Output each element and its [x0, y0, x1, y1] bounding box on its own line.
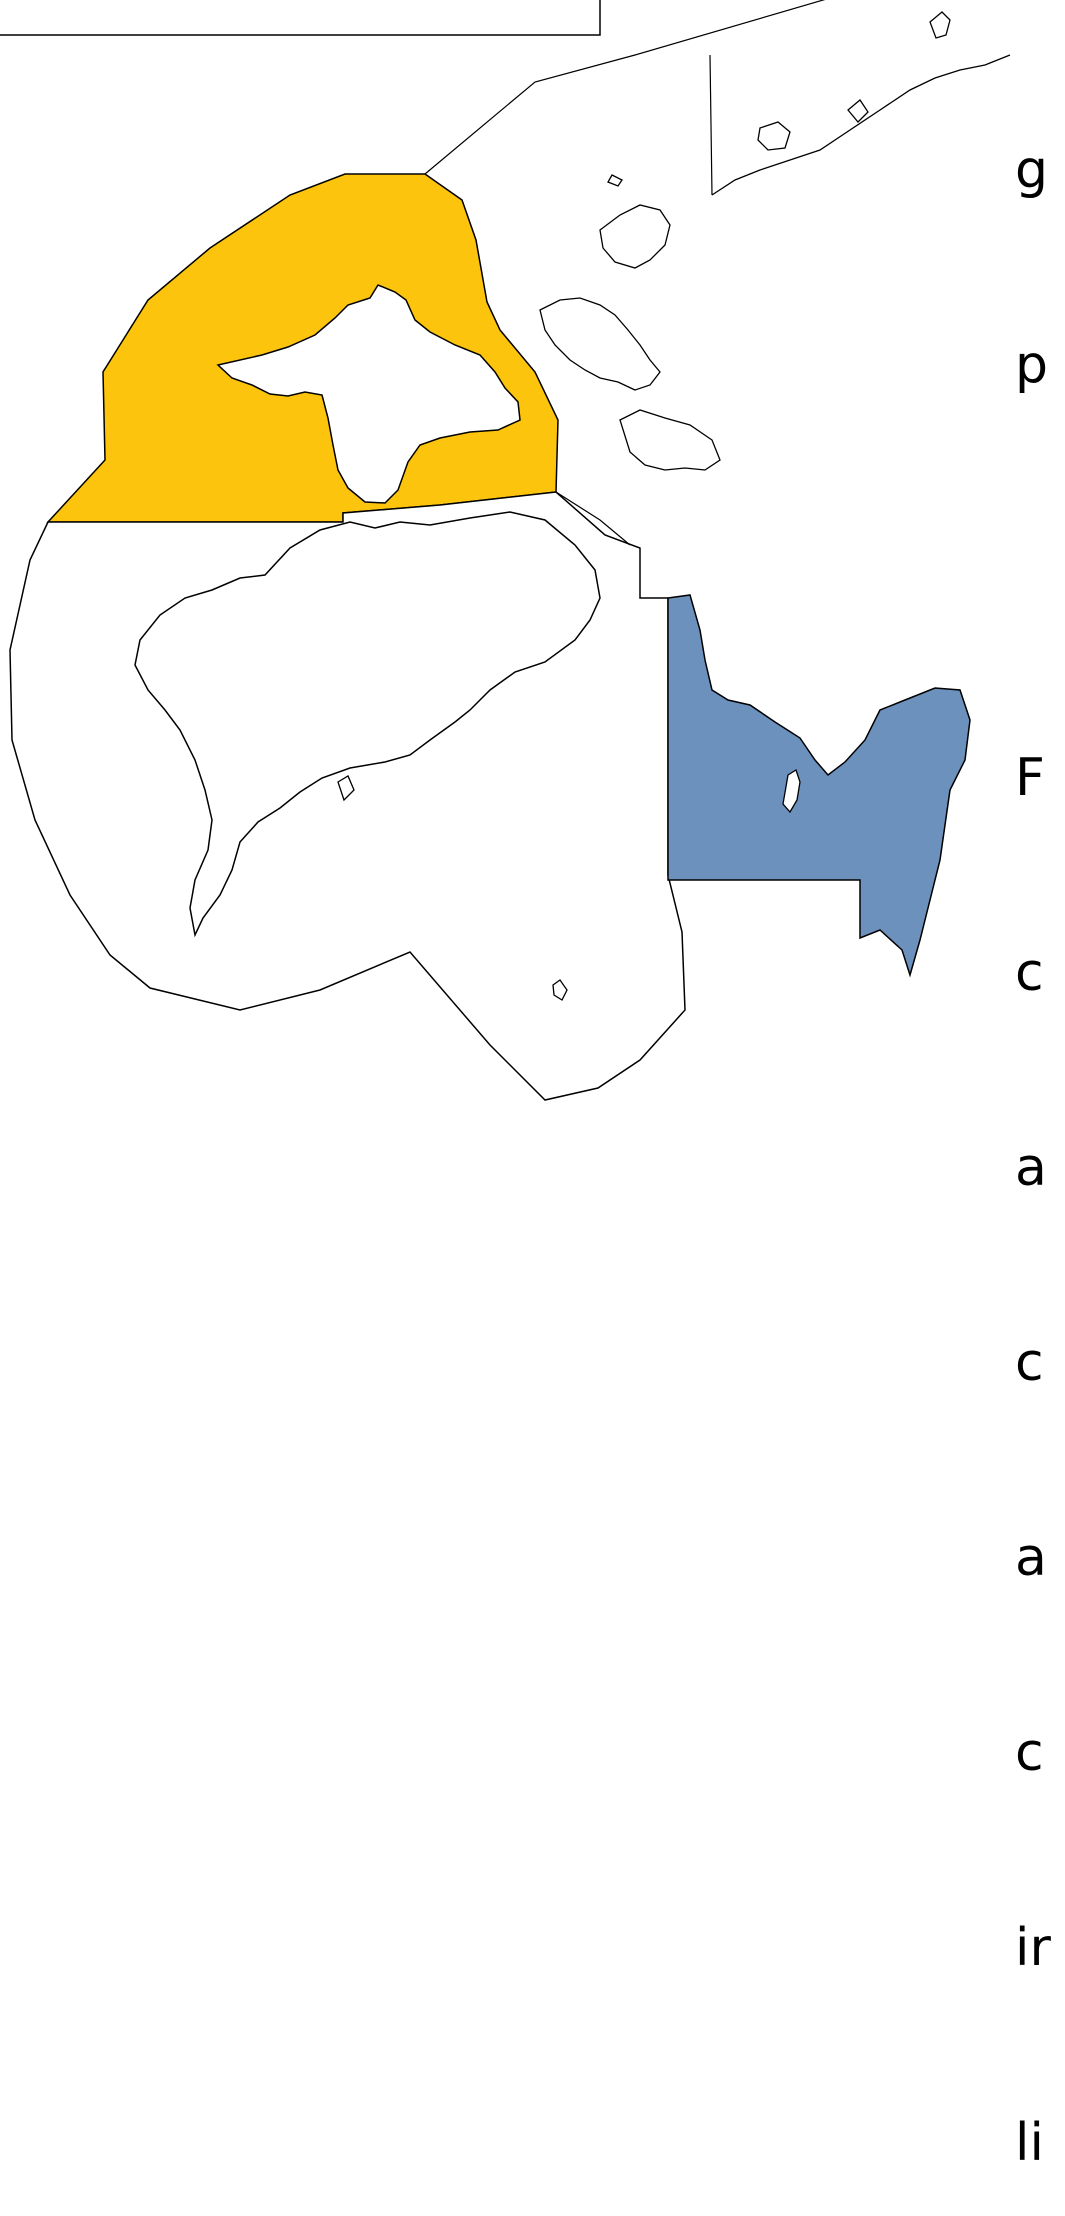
- island-cluster-east-3: [599, 204, 671, 269]
- side-text-line: ir: [1015, 1918, 1051, 1978]
- island-north-small-1: [929, 11, 951, 39]
- island-south-small: [552, 979, 568, 1001]
- side-text-line: p: [1015, 335, 1049, 395]
- island-large-southwest: [134, 511, 601, 938]
- island-large-north: [216, 284, 521, 504]
- island-north-small-3: [607, 174, 623, 187]
- island-cluster-east-1: [539, 297, 661, 391]
- side-text-line: a: [1015, 1528, 1047, 1588]
- text-box-frame: [0, 0, 601, 36]
- side-text-line: g: [1015, 140, 1049, 200]
- island-southwest-small: [337, 775, 355, 802]
- map-canvas: [0, 0, 1011, 1101]
- side-text-column: g p F c a c a c ir li: [1015, 8, 1051, 2216]
- island-southeast-small: [782, 769, 801, 814]
- side-text-line: c: [1015, 1723, 1044, 1783]
- island-north-coast: [711, 54, 1011, 196]
- side-text-line: F: [1015, 748, 1045, 808]
- island-north-small-2: [757, 121, 791, 151]
- boundary-northeast: [424, 0, 826, 175]
- side-text-line: li: [1015, 2113, 1044, 2173]
- side-text-line: a: [1015, 1138, 1047, 1198]
- side-text-line: c: [1015, 1333, 1044, 1393]
- island-cluster-east-2: [619, 409, 721, 471]
- boundary-vertical-north: [709, 54, 713, 196]
- region-southeast[interactable]: [667, 594, 971, 978]
- island-north-small-4: [847, 99, 869, 123]
- channel-connector: [555, 491, 631, 546]
- side-text-line: c: [1015, 943, 1044, 1003]
